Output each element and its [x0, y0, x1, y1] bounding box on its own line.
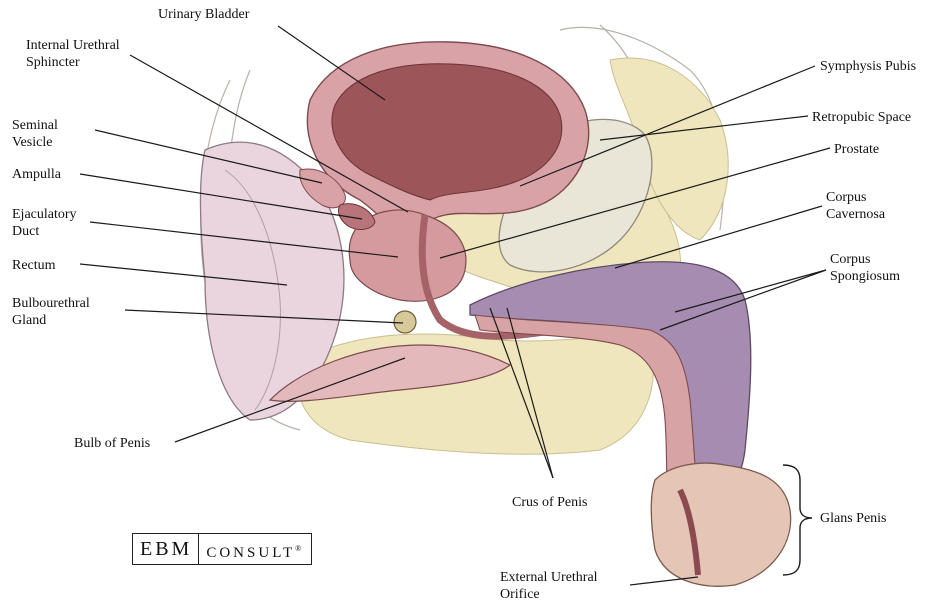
label-internal-urethral-sphincter-line1: Internal Urethral [26, 37, 120, 54]
label-bulbourethral-gland: Bulbourethral Gland [12, 295, 90, 329]
glans-penis-shape [651, 463, 790, 586]
logo-consult-text: CONSULT [206, 545, 295, 561]
label-ejaculatory-duct-line1: Ejaculatory [12, 206, 77, 223]
label-internal-urethral-sphincter: Internal Urethral Sphincter [26, 37, 120, 71]
label-seminal-vesicle: Seminal Vesicle [12, 117, 58, 151]
label-external-urethral-orifice: External Urethral Orifice [500, 569, 598, 603]
label-prostate: Prostate [834, 141, 879, 158]
label-retropubic-space: Retropubic Space [812, 109, 911, 126]
registered-mark-icon: ® [295, 544, 301, 553]
label-seminal-vesicle-line1: Seminal [12, 117, 58, 134]
logo-ebm: EBM [133, 534, 198, 564]
label-ejaculatory-duct-line2: Duct [12, 223, 77, 240]
label-corpus-spongiosum-line1: Corpus [830, 251, 900, 268]
label-seminal-vesicle-line2: Vesicle [12, 134, 58, 151]
label-external-urethral-orifice-line2: Orifice [500, 586, 598, 603]
label-corpus-cavernosa-line1: Corpus [826, 189, 885, 206]
label-corpus-cavernosa: Corpus Cavernosa [826, 189, 885, 223]
ebm-consult-logo: EBM CONSULT® [132, 533, 312, 565]
label-corpus-spongiosum-line2: Spongiosum [830, 268, 900, 285]
label-bulb-of-penis: Bulb of Penis [74, 435, 150, 452]
label-ampulla: Ampulla [12, 166, 61, 183]
label-symphysis-pubis: Symphysis Pubis [820, 58, 916, 75]
label-bulbourethral-gland-line1: Bulbourethral [12, 295, 90, 312]
label-internal-urethral-sphincter-line2: Sphincter [26, 54, 120, 71]
label-corpus-cavernosa-line2: Cavernosa [826, 206, 885, 223]
label-crus-of-penis: Crus of Penis [512, 494, 587, 511]
label-bulbourethral-gland-line2: Gland [12, 312, 90, 329]
label-urinary-bladder: Urinary Bladder [158, 6, 249, 23]
label-rectum: Rectum [12, 257, 56, 274]
label-ejaculatory-duct: Ejaculatory Duct [12, 206, 77, 240]
label-external-urethral-orifice-line1: External Urethral [500, 569, 598, 586]
label-glans-penis: Glans Penis [820, 510, 887, 527]
bulbourethral-gland-shape [394, 311, 416, 333]
logo-consult: CONSULT® [198, 534, 311, 564]
label-corpus-spongiosum: Corpus Spongiosum [830, 251, 900, 285]
